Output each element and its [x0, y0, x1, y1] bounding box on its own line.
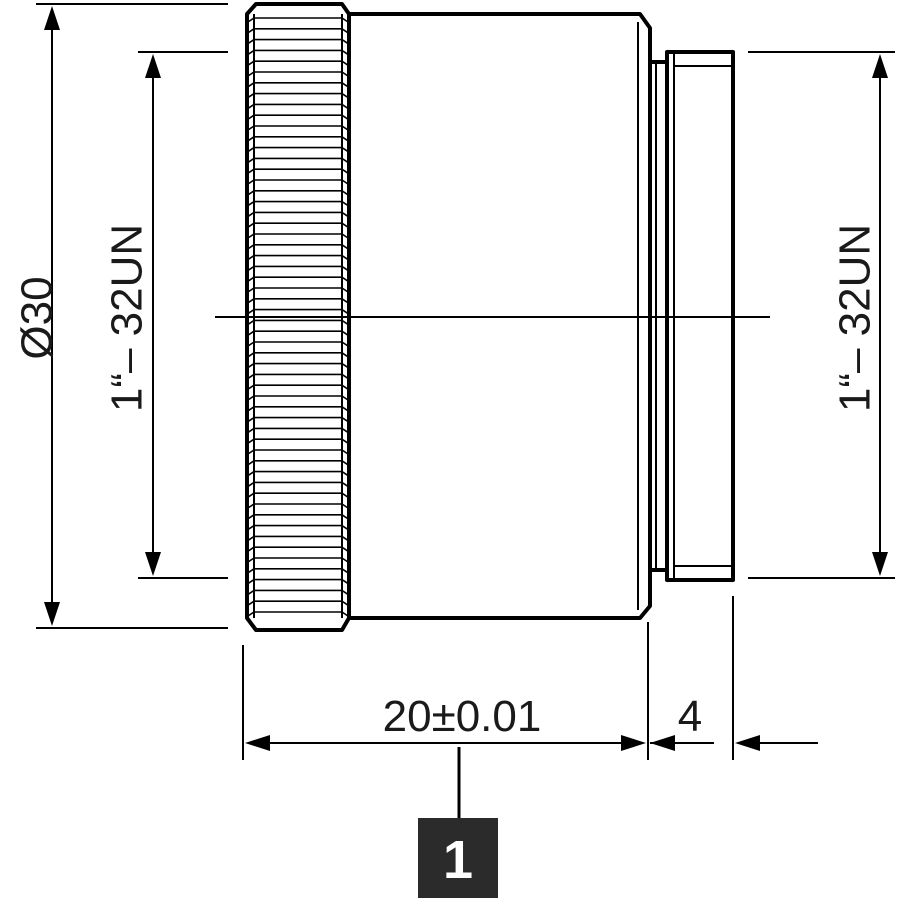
dimension-outer-diameter — [36, 3, 228, 629]
callout-number: 1 — [443, 830, 473, 890]
length-main-label: 20±0.01 — [383, 692, 542, 741]
outer-diameter-label: Ø30 — [13, 276, 62, 359]
dimension-thread-right — [748, 51, 895, 579]
dimension-lengths — [242, 596, 818, 760]
length-small-label: 4 — [678, 692, 702, 741]
knurl-pattern — [247, 17, 349, 617]
thread-left-label: 1“– 32UN — [103, 224, 152, 412]
dimension-thread-left — [138, 51, 228, 579]
callout-badge — [418, 818, 498, 898]
thread-right-label: 1“– 32UN — [831, 224, 880, 412]
